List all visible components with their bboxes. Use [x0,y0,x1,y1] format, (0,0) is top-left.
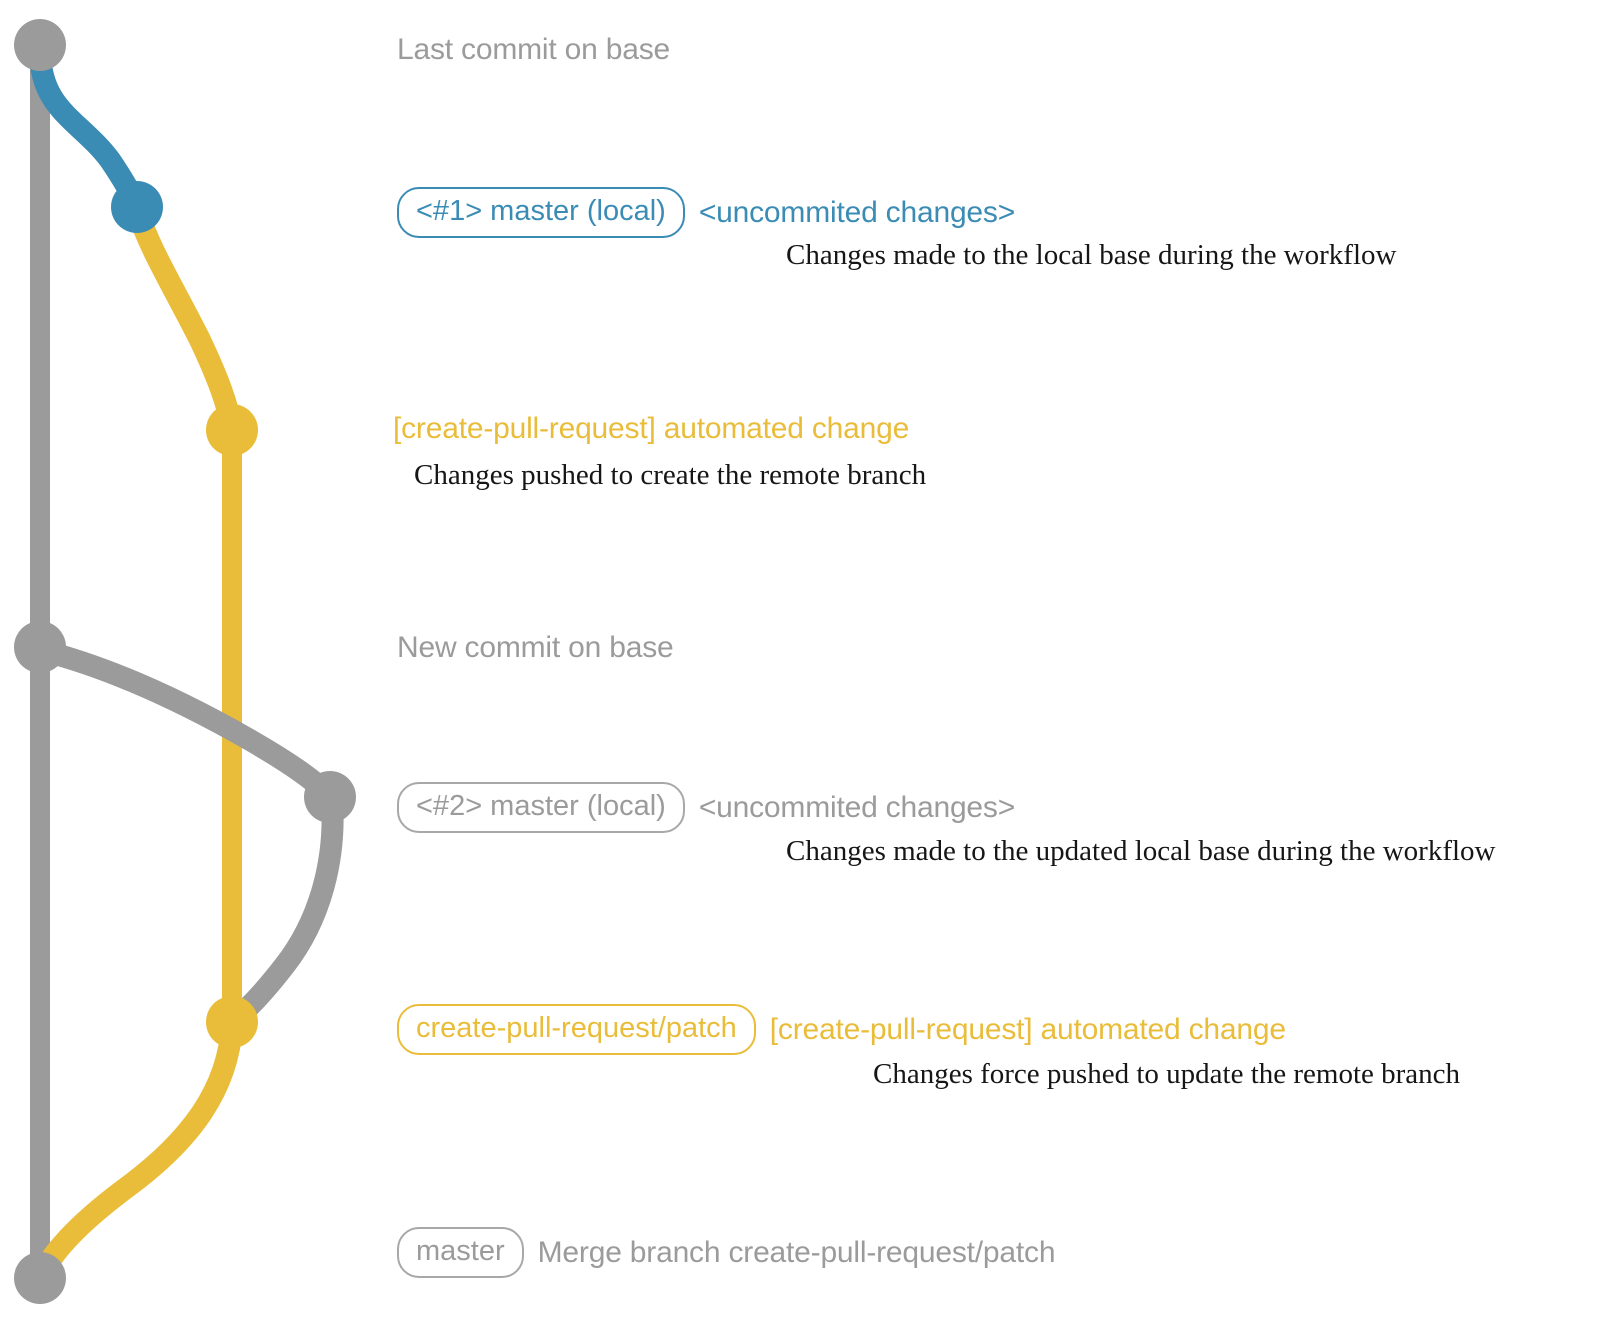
commit-graph [14,19,356,1304]
node-local-node-2 [304,771,356,823]
node-patch-node-2 [206,996,258,1048]
commit-row-last-commit-on-base: Last commit on base [397,33,670,66]
commit-row-automated-change-1: [create-pull-request] automated change [393,412,909,445]
commit-row-new-commit-on-base: New commit on base [397,631,674,664]
commit-message-new-commit-on-base: New commit on base [397,631,674,664]
branch-badge-master-local-2[interactable]: <#2> master (local) [397,782,685,833]
local-to-patch-line [221,789,344,1033]
commit-message-last-commit-on-base: Last commit on base [397,33,670,66]
commit-message-master-local-1: <uncommited changes> [698,196,1016,229]
commit-message-merge-commit: Merge branch create-pull-request/patch [537,1236,1056,1269]
branch-badge-master[interactable]: master [397,1227,524,1278]
commit-message-master-local-2: <uncommited changes> [698,791,1016,824]
local-branch-line-1 [29,39,148,218]
node-patch-node-1 [206,404,258,456]
patch-branch-line-1 [126,199,243,441]
node-merge-node-bottom [14,1252,66,1304]
commit-message-automated-change-1: [create-pull-request] automated change [393,412,910,445]
branch-badge-master-local-1[interactable]: <#1> master (local) [397,187,685,238]
commit-subtext-master-local-2: Changes made to the updated local base d… [786,835,1496,867]
commit-subtext-master-local-1: Changes made to the local base during th… [786,239,1397,271]
node-base-node-top [14,19,66,71]
node-base-node-middle [14,621,66,673]
commit-row-master-local-1: <#1> master (local) <uncommited changes> [397,187,1015,238]
local-branch-line-2 [33,640,341,808]
commit-message-automated-change-2: [create-pull-request] automated change [769,1013,1286,1046]
commit-subtext-automated-change-1: Changes pushed to create the remote bran… [414,459,927,491]
commit-subtext-automated-change-2: Changes force pushed to update the remot… [873,1058,1461,1090]
commit-row-master-local-2: <#2> master (local) <uncommited changes> [397,782,1015,833]
patch-branch-line-2 [31,1014,243,1285]
node-local-node-1 [111,181,163,233]
branch-badge-create-pull-request-patch[interactable]: create-pull-request/patch [397,1004,756,1055]
commit-row-merge-commit: master Merge branch create-pull-request/… [397,1227,1056,1278]
commit-row-automated-change-2: create-pull-request/patch [create-pull-r… [397,1004,1286,1055]
